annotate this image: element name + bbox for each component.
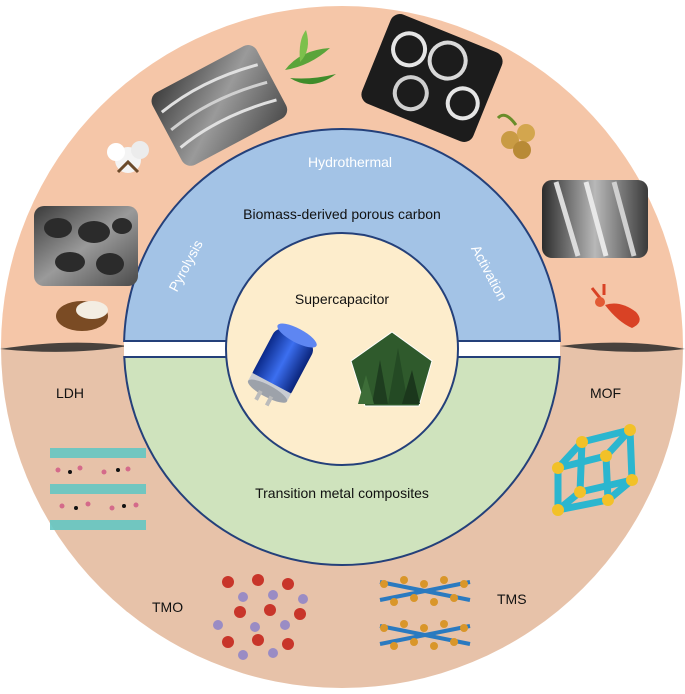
fibrous-carbon-sem (542, 180, 648, 258)
cotton-boll (107, 141, 149, 174)
ldh-crystal-structure (50, 448, 146, 530)
upper-ring-title: Biomass-derived porous carbon (243, 206, 441, 222)
layered-carbon-sem (151, 45, 288, 166)
center-title: Supercapacitor (295, 291, 390, 307)
tmo-crystal-structure (213, 574, 308, 660)
capacitor-image (247, 323, 317, 407)
lower-ring-title: Transition metal composites (255, 485, 429, 501)
porous-carbon-sem-left (34, 206, 138, 286)
label-tms: TMS (497, 591, 527, 607)
label-tmo: TMO (152, 599, 183, 615)
coconut (56, 301, 108, 331)
method-hydrothermal: Hydrothermal (308, 154, 392, 170)
mof-nodes (552, 424, 638, 516)
longan-fruit (496, 113, 535, 159)
center-circle (225, 232, 459, 466)
macroporous-carbon-sem (361, 14, 503, 142)
bamboo-leaves (285, 30, 336, 85)
crayfish (590, 284, 640, 328)
label-mof: MOF (590, 385, 621, 401)
forest-pentagon-image (350, 331, 433, 407)
label-ldh: LDH (56, 385, 84, 401)
divider-left (0, 342, 128, 352)
tms-crystal-structure (379, 576, 471, 650)
divider-right (560, 342, 685, 352)
